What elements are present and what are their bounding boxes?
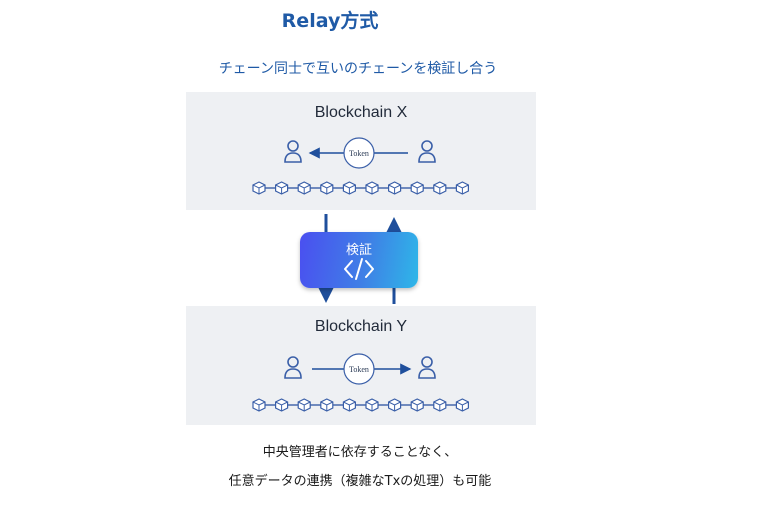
code-icon	[344, 258, 374, 280]
block-cube-icon	[252, 398, 266, 412]
block-cube-icon	[433, 398, 447, 412]
block-cube-icon	[342, 181, 356, 195]
token-label: Token	[349, 149, 369, 158]
verify-label: 検証	[345, 243, 372, 258]
block-cube-icon	[275, 181, 289, 195]
blockchain-y-label: Blockchain Y	[314, 318, 408, 335]
block-cube-icon	[365, 181, 379, 195]
block-cube-icon	[365, 398, 379, 412]
blockchain-x-diagram: Token	[252, 137, 469, 195]
page-subtitle: チェーン同士で互いのチェーンを検証し合う	[218, 61, 498, 77]
block-cube-icon	[410, 398, 424, 412]
user-icon	[284, 140, 302, 163]
block-chain-row	[252, 181, 469, 195]
page-title: Relay方式	[281, 10, 379, 32]
block-cube-icon	[252, 181, 266, 195]
block-cube-icon	[388, 398, 402, 412]
token-label: Token	[349, 365, 369, 374]
user-icon	[418, 356, 436, 379]
block-cube-icon	[297, 398, 311, 412]
blockchain-x-label: Blockchain X	[314, 104, 408, 121]
block-cube-icon	[455, 398, 469, 412]
blockchain-x-panel: Blockchain X Token	[186, 92, 536, 210]
block-cube-icon	[297, 181, 311, 195]
block-chain-row	[252, 398, 469, 412]
block-cube-icon	[320, 181, 334, 195]
block-cube-icon	[388, 181, 402, 195]
user-icon	[418, 140, 436, 163]
verify-box: 検証	[300, 232, 418, 288]
footer-line-1: 中央管理者に依存することなく、	[262, 445, 458, 460]
blockchain-y-diagram: Token	[252, 353, 469, 412]
token-icon	[343, 137, 375, 169]
footer-line-2: 任意データの連携（複雑なTxの処理）も可能	[228, 474, 492, 489]
user-icon	[284, 356, 302, 379]
block-cube-icon	[342, 398, 356, 412]
blockchain-y-panel: Blockchain Y Token	[186, 306, 536, 425]
token-icon	[343, 353, 375, 385]
block-cube-icon	[275, 398, 289, 412]
block-cube-icon	[410, 181, 424, 195]
block-cube-icon	[320, 398, 334, 412]
block-cube-icon	[455, 181, 469, 195]
block-cube-icon	[433, 181, 447, 195]
